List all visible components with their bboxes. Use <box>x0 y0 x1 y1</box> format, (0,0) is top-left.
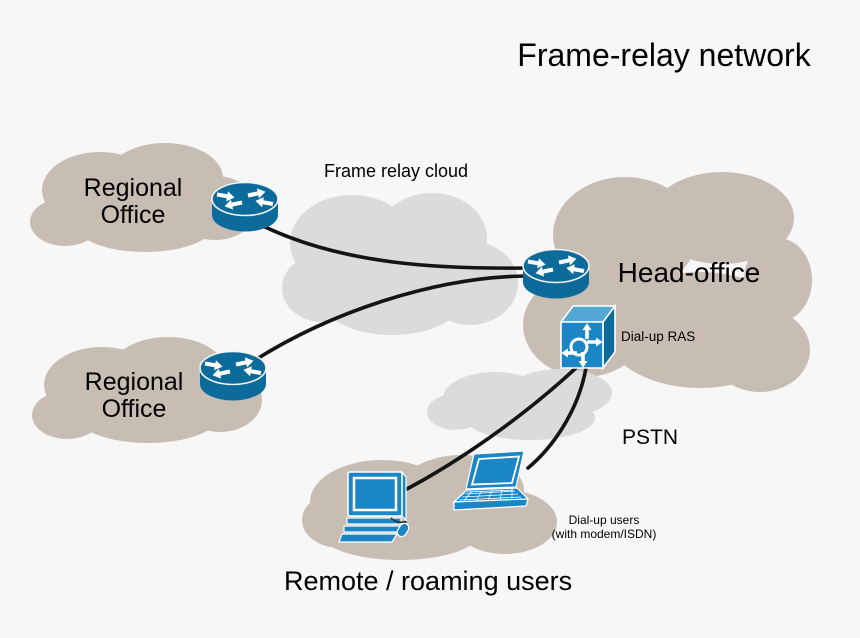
head-office-router-icon <box>523 250 589 299</box>
frame-relay-cloud-label: Frame relay cloud <box>324 161 468 181</box>
cloud-lobe <box>30 198 100 246</box>
regional-office-top-label-line2: Office <box>101 201 166 229</box>
dial-up-users-caption-line2: (with modem/ISDN) <box>552 527 657 541</box>
diagram-title: Frame-relay network <box>517 37 811 73</box>
desktop-computer-icon <box>338 470 410 543</box>
regional-office-bottom-router-icon <box>200 352 266 401</box>
cloud-lobe <box>32 391 102 439</box>
connection-ras-to-laptop <box>526 366 588 470</box>
dial-up-ras-label: Dial-up RAS <box>621 329 695 344</box>
regional-office-bottom-label-line2: Office <box>102 395 167 423</box>
head-office-label: Head-office <box>618 257 761 288</box>
regional-office-top-label-line1: Regional <box>84 174 183 202</box>
connection-regional-top-to-head-office <box>253 220 528 270</box>
regional-office-top-cloud <box>30 143 257 252</box>
pstn-label: PSTN <box>622 426 678 449</box>
cloud-lobe <box>282 254 362 322</box>
connection-regional-bottom-to-head-office <box>250 274 528 364</box>
cloud-lobe <box>76 387 220 443</box>
cloud-lobe <box>710 308 810 392</box>
regional-office-top-router-icon <box>212 183 278 232</box>
remote-users-label: Remote / roaming users <box>284 566 572 596</box>
cloud-lobe <box>73 192 217 252</box>
cloud-lobe <box>650 172 794 264</box>
connection-ras-to-desktop <box>403 365 579 492</box>
laptop-icon <box>452 450 530 511</box>
dial-up-ras-icon <box>559 303 617 371</box>
dial-up-users-caption-line1: Dial-up users <box>569 513 640 527</box>
cloud-lobe <box>427 394 483 430</box>
regional-office-bottom-label-line1: Regional <box>85 368 184 396</box>
